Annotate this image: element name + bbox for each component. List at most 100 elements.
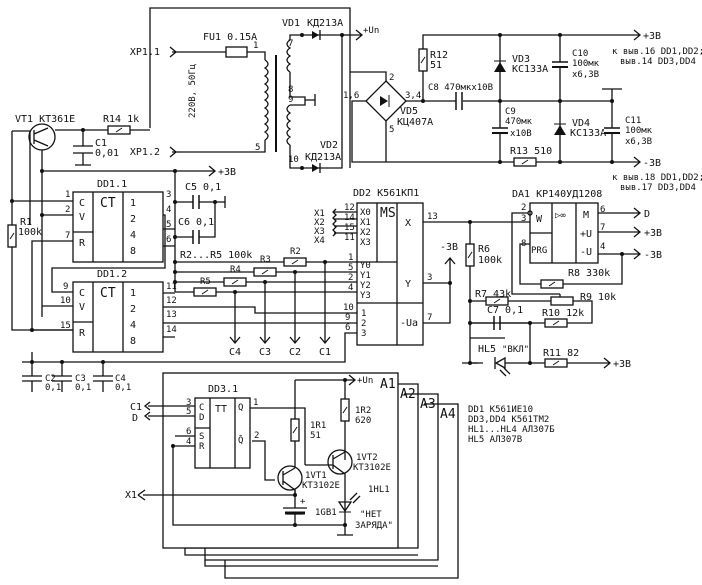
component-label: 1,6 [343, 91, 359, 101]
component-label: C7 0,1 [487, 305, 523, 316]
xp1-2-label: XP1.2 [130, 147, 160, 158]
component-label: 11 [344, 233, 355, 243]
component-label: КС133А [570, 128, 606, 139]
component-label: 620 [355, 416, 371, 426]
component-label: +3В [643, 31, 661, 42]
component-label: W [536, 214, 543, 225]
component-label: DD3.1 [208, 384, 238, 395]
output-d: D [644, 209, 650, 220]
component-label: X1 [125, 490, 137, 501]
component-label: X [405, 218, 411, 229]
component-label: C9 [505, 107, 516, 117]
component-label: TT [215, 404, 227, 415]
component-label: 4 [348, 283, 353, 293]
component-label: 1GB1 [315, 508, 337, 518]
component-label: 5 [389, 125, 394, 135]
component-label: 100мк [625, 126, 653, 136]
component-label: R8 330k [568, 268, 610, 279]
component-label: C5 0,1 [185, 182, 221, 193]
component-label: 2 [254, 431, 259, 441]
component-label: 1HL1 [368, 485, 390, 495]
component-label: 9 [345, 313, 350, 323]
component-label: 3 [186, 398, 191, 408]
component-label: Y2 [360, 281, 371, 291]
component-label: 2 [348, 273, 353, 283]
component-label: DA1 КР140УД1208 [512, 189, 602, 200]
component-label: 7 [288, 39, 293, 49]
component-label: 3 [166, 190, 171, 200]
un-label: +Un [363, 26, 379, 36]
fuse-fu1 [225, 46, 248, 58]
component-label: 3 [427, 273, 432, 283]
component-label: 1VT1 [305, 471, 327, 481]
component-label: DD2 К561КП1 [353, 188, 419, 199]
component-label: 7 [65, 231, 70, 241]
component-label: C1 [95, 138, 107, 149]
output-c4: C4 [229, 347, 241, 358]
component-label: 470мк [505, 117, 533, 127]
component-label: R9 10k [580, 292, 616, 303]
component-label: 1 [130, 198, 136, 209]
component-label: 10 [288, 155, 299, 165]
component-label: -3В [644, 250, 662, 261]
component-label: 1 [65, 190, 70, 200]
component-label: 2 [389, 73, 394, 83]
component-label: 51 [430, 60, 442, 71]
component-label: V [79, 212, 85, 223]
fu1-label: FU1 0.15A [203, 32, 257, 43]
component-label: 100мк [572, 59, 600, 69]
component-label: 3 [521, 214, 526, 224]
component-label: КД213А [307, 18, 343, 29]
component-label: X3 [314, 227, 325, 237]
vd1-label: VD1 [282, 18, 300, 29]
vt1-label: VT1 КТ361Е [15, 114, 75, 125]
component-label: 100k [18, 227, 42, 238]
component-label: 13 [427, 212, 438, 222]
component-label: 1R1 [310, 421, 326, 431]
component-label: R5 [200, 277, 211, 287]
component-label: 1 [253, 398, 258, 408]
component-label: 5 [348, 263, 353, 273]
component-label: 1VT2 [356, 453, 378, 463]
component-label: A3 [420, 397, 436, 412]
component-label: 9 [63, 282, 68, 292]
component-label: КТ3102Е [353, 463, 391, 473]
component-label: R1 [20, 217, 32, 228]
component-label: C [199, 403, 204, 413]
component-label: C [79, 198, 85, 209]
component-label: х6,3В [572, 70, 599, 80]
output-c3: C3 [259, 347, 271, 358]
component-label: R2...R5 100k [180, 250, 252, 261]
component-label: R13 510 [510, 146, 552, 157]
component-label: X2 [360, 228, 371, 238]
vd2-label: VD2 [320, 140, 338, 151]
component-label: A2 [400, 387, 416, 402]
component-label: Y0 [360, 261, 371, 271]
component-label: C4 [115, 374, 126, 384]
component-label: HL5 [478, 344, 496, 355]
component-label: C3 [75, 374, 86, 384]
chip-dd3-1 [194, 397, 251, 469]
component-label: выв.14 DD3,DD4 [620, 57, 696, 67]
component-label: PRG [531, 246, 547, 256]
component-label: R14 1k [103, 114, 139, 125]
component-label: Y3 [360, 291, 371, 301]
component-label: C6 0,1 [178, 217, 214, 228]
parts-list: DD1 К561ИЕ10 DD3,DD4 К561ТМ2 HL1...HL4 А… [468, 405, 555, 445]
component-label: R11 82 [543, 348, 579, 359]
component-label: R7 43k [475, 289, 511, 300]
component-label: C [79, 288, 85, 299]
transistor-1vt1 [277, 465, 303, 491]
component-label: V [79, 302, 85, 313]
component-label: DD1.1 [97, 179, 127, 190]
component-label: C10 [572, 49, 588, 59]
chip-dd1-2: DD1.2 CT CVR 12 48 9 10 15 11 12 13 14 [60, 269, 177, 353]
component-label: C8 470мкх10В [428, 83, 493, 93]
component-label: 4 [130, 320, 136, 331]
component-label: 0,1 [115, 383, 131, 393]
component-label: +3В [644, 228, 662, 239]
component-label: 5 [186, 407, 191, 417]
component-label: +3В [613, 359, 631, 370]
component-label: 4 [186, 437, 191, 447]
component-label: M [583, 210, 589, 221]
